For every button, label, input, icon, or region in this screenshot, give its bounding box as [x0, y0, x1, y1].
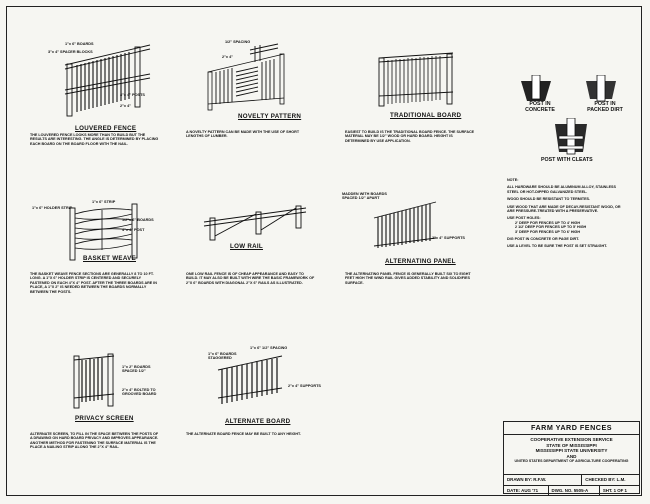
notes-block: NOTE: ALL HARDWARE SHOULD BE ALUMINUM AL… [507, 178, 625, 252]
low-rail-text: ONE LOW RAIL FENCE IS OF CHEAP APPEARANC… [186, 272, 315, 285]
post-dirt-label: POST IN PACKED DIRT [587, 101, 623, 113]
basket-callout-post: 4"x 4" POST [122, 228, 145, 232]
basket-callout-boards: 1/2"x 6" BOARDS [122, 218, 154, 222]
alternating-callout-boards: MADDEN WITH BOARDS SPACED 1/2" APART [342, 192, 387, 201]
alternating-panel-drawing [373, 201, 437, 248]
traditional-board-title: TRADITIONAL BOARD [390, 112, 462, 119]
note-termites: WOOD SHOULD BE RESISTANT TO TERMITES. [507, 197, 591, 202]
basket-weave-drawing [69, 203, 138, 261]
alternate-callout-supports: 2"x 4" SUPPORTS [288, 384, 321, 388]
drawing-title: FARM YARD FENCES [504, 422, 639, 435]
notes-heading: NOTE: [507, 178, 519, 182]
novelty-pattern-title: NOVELTY PATTERN [238, 113, 302, 120]
sheet-number: SHT. 1 OF 1 [602, 488, 627, 493]
low-rail-title: LOW RAIL [230, 243, 263, 250]
alternating-callout-supports: 2"x 4" SUPPORTS [432, 236, 465, 240]
post-cleats-label: POST WITH CLEATS [541, 157, 593, 163]
alternate-callout-boards: 1"x 6" BOARDS STAGGERED [208, 352, 237, 361]
title-block: FARM YARD FENCES COOPERATIVE EXTENSION S… [503, 421, 640, 496]
drawing-date: DATE: AUG '71 [504, 486, 549, 496]
privacy-screen-text: ALTERNATE SCREEN, TO FILL IN THE SPACE B… [30, 432, 159, 450]
checked-by: CHECKED BY: L.M. [585, 477, 626, 482]
basket-weave-text: THE BASKET WEAVE FENCE SECTIONS ARE GENE… [30, 272, 157, 294]
note-concrete: DIG POST IN CONCRETE OR PAGE DIRT. [507, 237, 580, 242]
drawn-checked-row: DRAWN BY: R.F.W. CHECKED BY: L.M. [504, 475, 639, 486]
privacy-screen-drawing [73, 353, 115, 409]
alternate-board-text: THE ALTERNATE BOARD FENCE MAY BE BUILT T… [186, 432, 301, 436]
note-decay: USE WOOD THAT ARE MADE OF DECAY-RESISTAN… [507, 204, 621, 214]
post-in-concrete-drawing [521, 75, 551, 101]
novelty-pattern-drawing [207, 43, 285, 111]
alternating-panel-text: THE ALTERNATING PANEL FENCE IS GENERALLY… [345, 272, 471, 285]
privacy-screen-title: PRIVACY SCREEN [75, 415, 134, 422]
note-post-holes: USE POST HOLES: 2' DEEP FOR FENCES UP TO… [507, 216, 587, 234]
privacy-callout-bolted: 2"x 4" BOLTED TO GROOVED BOARD [122, 388, 157, 397]
alternating-panel-title: ALTERNATING PANEL [385, 258, 456, 265]
post-in-packed-dirt-drawing [586, 75, 616, 102]
alternate-board-title: ALTERNATE BOARD [225, 418, 291, 425]
traditional-board-drawing [378, 52, 454, 107]
traditional-board-text: EASIEST TO BUILD IS THE TRADITIONAL BOAR… [345, 130, 475, 143]
novelty-pattern-text: A NOVELTY PATTERN CAN BE MADE WITH THE U… [186, 130, 300, 139]
date-dwg-row: DATE: AUG '71 DWG. NO. 5505-A SHT. 1 OF … [504, 486, 639, 496]
louvered-fence-title: LOUVERED FENCE [75, 125, 137, 132]
alternate-callout-spacing: 1"x 6" 1/2" SPACING [250, 346, 288, 350]
drawing-sheet-border [6, 6, 642, 496]
low-rail-drawing [203, 205, 307, 241]
drawing-number: DWG. NO. 5505-A [549, 486, 600, 496]
note-level: USE A LEVEL TO BE SURE THE POST IS SET S… [507, 244, 607, 249]
louvered-fence-text: THE LOUVERED FENCE LOOKS MORE THAN TO BU… [30, 133, 159, 146]
basket-weave-title: BASKET WEAVE [83, 255, 136, 262]
drawn-by: DRAWN BY: R.F.W. [504, 475, 583, 485]
basket-callout-holder: 1"x 6" HOLDER STRIP [32, 206, 73, 210]
note-hardware: ALL HARDWARE SHOULD BE ALUMINUM ALLOY, S… [507, 185, 616, 194]
louvered-callout-rail: 2"x 4" [120, 104, 131, 108]
post-concrete-label: POST IN CONCRETE [525, 101, 555, 113]
privacy-callout-boards: 1"x 2" BOARDS SPACED 1/2" [122, 365, 151, 374]
louvered-callout-spacer: 3"x 4" SPACER BLOCKS [48, 50, 93, 54]
basket-callout-strip: 1"x 6" STRIP [92, 200, 116, 204]
louvered-fence-drawing [64, 44, 151, 117]
louvered-callout-boards: 1"x 6" BOARDS [65, 42, 94, 46]
organization-block: COOPERATIVE EXTENSION SERVICE STATE OF M… [504, 435, 639, 475]
post-with-cleats-drawing [555, 118, 587, 155]
novelty-callout-spacing: 1/2" SPACING [225, 40, 251, 44]
novelty-callout-rail: 2"x 4" [222, 55, 233, 59]
alternate-board-drawing [217, 355, 283, 404]
louvered-callout-posts: 4"x 4" POSTS [120, 93, 145, 97]
